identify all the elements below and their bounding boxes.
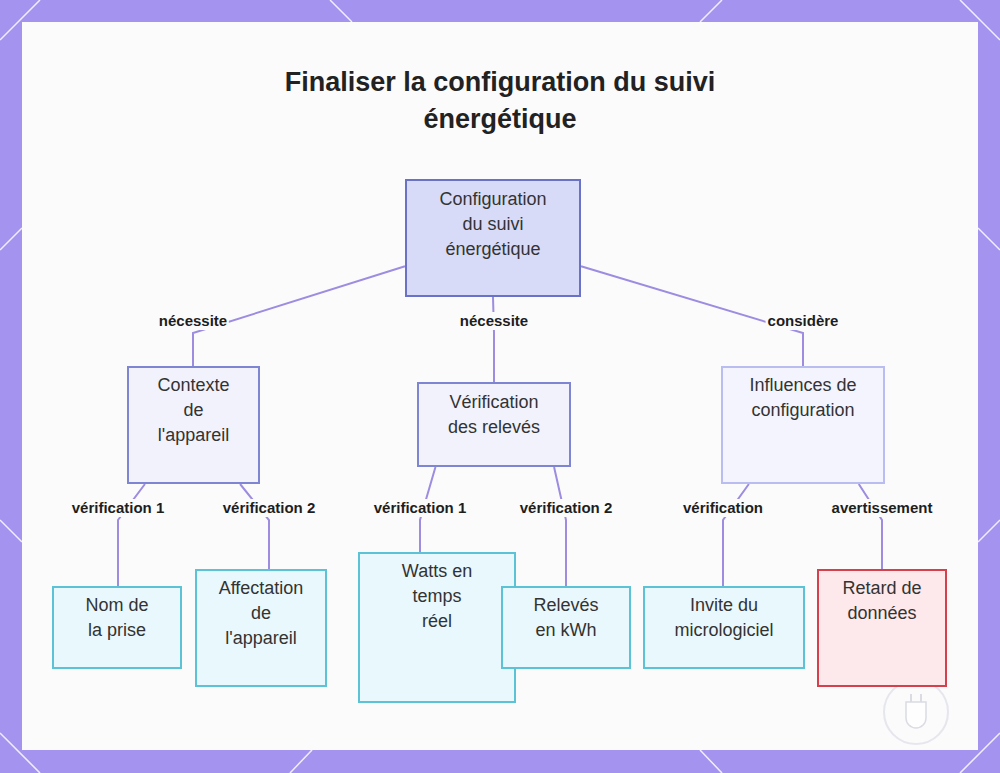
plug-pin — [920, 694, 922, 702]
icon-circle — [884, 680, 948, 744]
edge-label: vérification 1 — [70, 499, 167, 517]
warning-box: Retard de données — [817, 569, 947, 687]
connector-line — [493, 297, 494, 382]
edge-label: vérification 2 — [518, 499, 615, 517]
diagram-title: Finaliser la configuration du suivi éner… — [240, 64, 760, 138]
decor-line — [700, 750, 722, 773]
node-text: Invite du micrologiciel — [671, 593, 777, 643]
connector-line — [554, 467, 566, 586]
category-box: Influences de configuration — [721, 366, 885, 484]
edge-label: nécessite — [458, 312, 530, 330]
plug-body — [906, 702, 926, 728]
node-text: Influences de configuration — [749, 373, 857, 423]
edge-label: considère — [766, 312, 841, 330]
connector-line — [240, 484, 269, 569]
node-text: Configuration du suivi énergétique — [434, 187, 552, 262]
connector-line — [859, 484, 882, 569]
decor-line — [0, 520, 22, 542]
check-box: Invite du micrologiciel — [643, 586, 805, 669]
node-text: Affectation de l'appareil — [216, 576, 306, 651]
check-box: Nom de la prise — [52, 586, 182, 669]
category-box: Contexte de l'appareil — [127, 366, 260, 484]
decor-line — [290, 750, 312, 773]
decor-line — [0, 228, 22, 250]
check-box: Affectation de l'appareil — [195, 569, 327, 687]
node-text: Vérification des relevés — [438, 390, 550, 440]
edge-label: vérification 2 — [221, 499, 318, 517]
edge-label: avertissement — [830, 499, 935, 517]
check-box: Watts en temps réel — [358, 552, 516, 703]
panel — [22, 22, 978, 750]
decor-line — [700, 0, 722, 22]
decor-line — [978, 520, 1000, 542]
category-box: Vérification des relevés — [417, 382, 571, 467]
root-box: Configuration du suivi énergétique — [405, 179, 581, 297]
node-text: Relevés en kWh — [528, 593, 604, 643]
plug-pin — [910, 694, 912, 702]
edge-label: vérification — [681, 499, 765, 517]
node-text: Contexte de l'appareil — [150, 373, 238, 448]
decor-line — [330, 0, 352, 22]
node-text: Retard de données — [832, 576, 932, 626]
check-box: Relevés en kWh — [501, 586, 631, 669]
node-text: Nom de la prise — [81, 593, 153, 643]
edge-label: vérification 1 — [372, 499, 469, 517]
node-text: Watts en temps réel — [398, 559, 476, 634]
edge-label: nécessite — [157, 312, 229, 330]
decor-line — [978, 228, 1000, 250]
plug-icon — [884, 680, 948, 744]
